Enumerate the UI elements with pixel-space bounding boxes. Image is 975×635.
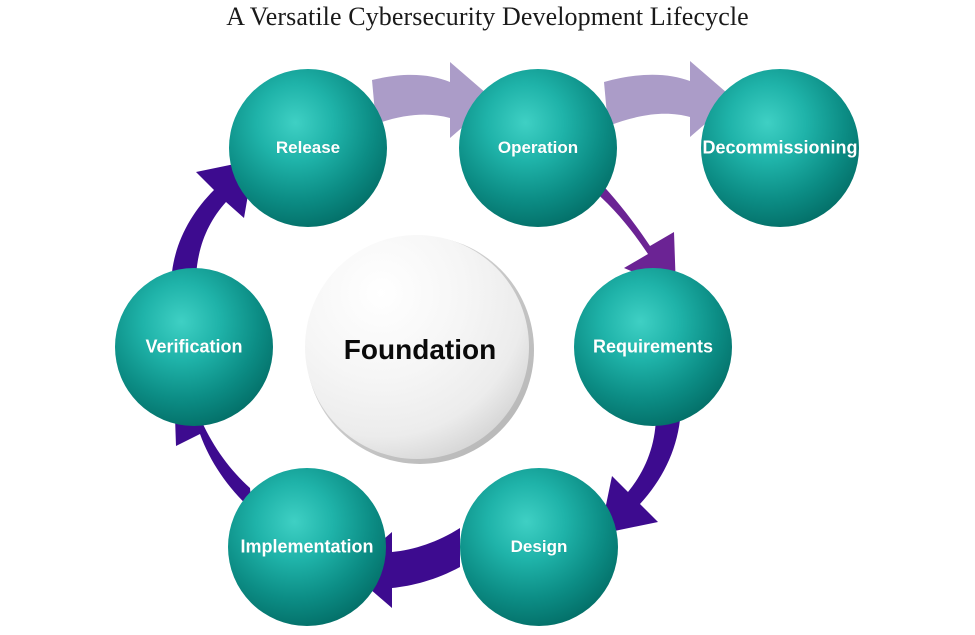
sphere-layer (115, 69, 859, 626)
center-sphere (305, 235, 534, 464)
page-title: A Versatile Cybersecurity Development Li… (226, 2, 749, 31)
arrow-operation-to-requirements (588, 174, 676, 290)
arrow-operation-to-decommissioning (604, 61, 734, 137)
sphere-requirements[interactable] (574, 268, 732, 426)
sphere-release[interactable] (229, 69, 387, 227)
sphere-operation[interactable] (459, 69, 617, 227)
sphere-implementation[interactable] (228, 468, 386, 626)
sphere-design[interactable] (460, 468, 618, 626)
arrow-release-to-operation (372, 62, 494, 138)
arrow-verification-to-release (172, 160, 254, 276)
sphere-verification[interactable] (115, 268, 273, 426)
arrow-requirements-to-design (600, 414, 680, 534)
sphere-decommissioning[interactable] (701, 69, 859, 227)
